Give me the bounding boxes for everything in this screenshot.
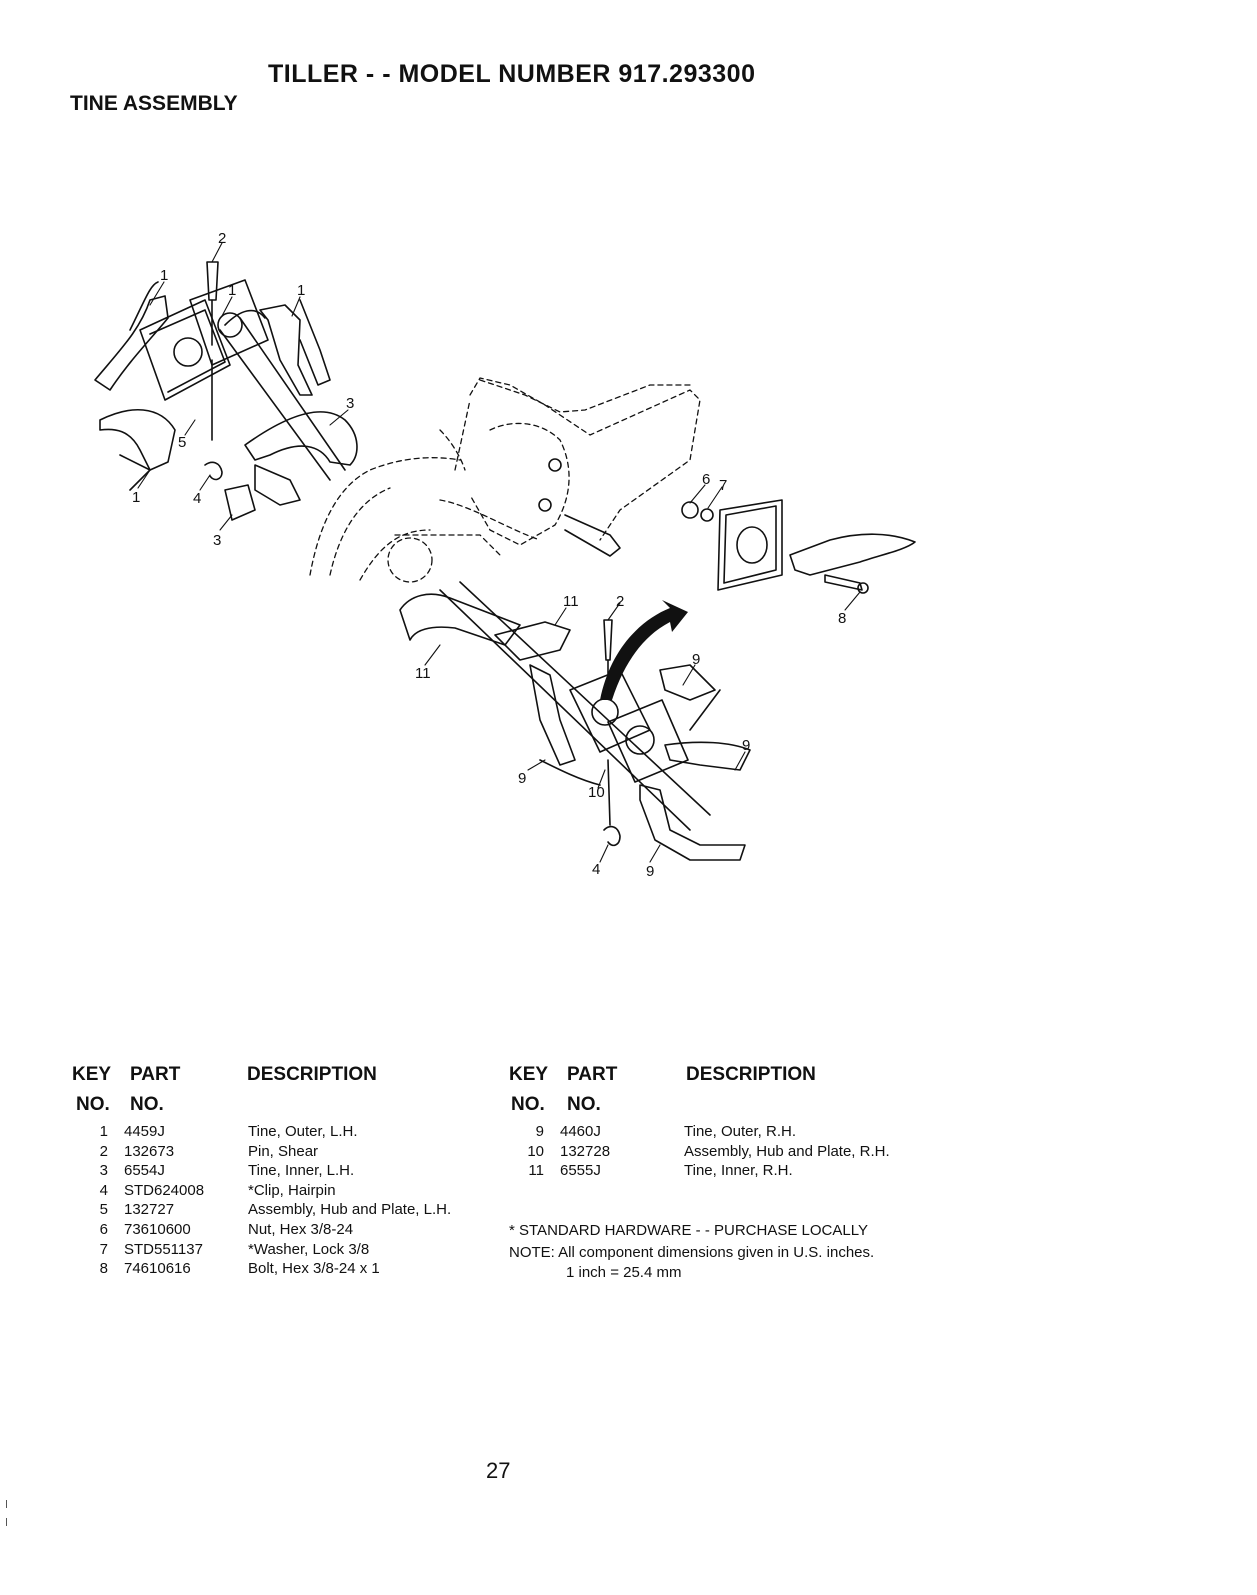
tiller-housing [309, 377, 701, 583]
callout-9: 9 [646, 863, 654, 880]
left-part-no-header: NO. [130, 1094, 164, 1115]
key-number: 10 [527, 1142, 544, 1160]
left-part-header: PART [130, 1064, 181, 1085]
callout-8: 8 [838, 610, 846, 627]
parts-row: 9 4460J Tine, Outer, R.H. [514, 1122, 890, 1142]
dimensions-note: NOTE: All component dimensions given in … [509, 1244, 875, 1261]
part-number: 74610616 [124, 1260, 191, 1278]
right-tine-assembly [399, 581, 751, 861]
right-description-header: DESCRIPTION [686, 1064, 816, 1085]
left-key-no-header: NO. [76, 1094, 110, 1115]
left-description-header: DESCRIPTION [247, 1064, 377, 1085]
part-description: *Clip, Hairpin [248, 1181, 336, 1199]
left-tine-assembly [94, 261, 358, 521]
part-description: Nut, Hex 3/8-24 [248, 1220, 354, 1238]
callout-11: 11 [563, 593, 579, 610]
part-number: 4460J [560, 1123, 601, 1140]
callout-5: 5 [178, 434, 186, 451]
right-key-header: KEY [509, 1064, 549, 1085]
parts-row: 7 STD551137 *Washer, Lock 3/8 [78, 1240, 451, 1260]
right-mount-hardware [681, 499, 916, 594]
callout-9: 9 [742, 737, 750, 754]
part-description: Assembly, Hub and Plate, L.H. [248, 1201, 452, 1219]
callout-3: 3 [213, 532, 221, 549]
key-number: 4 [99, 1181, 108, 1199]
page-number: 27 [486, 1458, 511, 1483]
parts-row: 3 6554J Tine, Inner, L.H. [78, 1161, 451, 1181]
callout-9: 9 [518, 770, 526, 787]
key-number: 8 [99, 1260, 108, 1278]
key-number: 5 [99, 1201, 108, 1219]
part-number: 6554J [124, 1162, 165, 1180]
right-part-header: PART [567, 1064, 618, 1085]
key-number: 11 [528, 1162, 544, 1180]
callout-11: 11 [415, 665, 431, 682]
callout-7: 7 [719, 477, 727, 494]
right-part-no-header: NO. [567, 1094, 601, 1115]
callout-1: 1 [160, 267, 168, 284]
part-number: 132673 [124, 1142, 175, 1160]
callout-2: 2 [616, 593, 624, 610]
callout-4: 4 [193, 490, 201, 507]
part-description: Bolt, Hex 3/8-24 x 1 [248, 1260, 380, 1278]
conversion-note: 1 inch = 25.4 mm [566, 1264, 682, 1281]
callout-3: 3 [346, 395, 354, 412]
callout-2: 2 [218, 230, 226, 247]
part-description: *Washer, Lock 3/8 [248, 1240, 370, 1258]
page-title: TILLER - - MODEL NUMBER 917.293300 [268, 60, 756, 88]
callout-9: 9 [692, 651, 700, 668]
part-number: 73610600 [124, 1220, 191, 1238]
part-description: Pin, Shear [248, 1142, 319, 1160]
right-key-no-header: NO. [511, 1094, 545, 1115]
part-description: Tine, Inner, L.H. [248, 1162, 355, 1180]
callout-1: 1 [132, 489, 140, 506]
section-title: TINE ASSEMBLY [70, 92, 238, 115]
parts-row: 11 6555J Tine, Inner, R.H. [514, 1161, 890, 1181]
parts-row: 1 4459J Tine, Outer, L.H. [78, 1122, 451, 1142]
key-number: 6 [99, 1220, 108, 1238]
part-description: Tine, Outer, R.H. [684, 1123, 796, 1140]
part-number: 4459J [124, 1123, 165, 1140]
part-number: 132727 [124, 1201, 175, 1219]
part-number: 6555J [560, 1162, 601, 1180]
part-number: 132728 [560, 1142, 611, 1160]
callout-10: 10 [588, 784, 605, 801]
left-key-header: KEY [72, 1064, 112, 1085]
part-number: STD624008 [124, 1181, 205, 1199]
callout-1: 1 [297, 282, 305, 299]
left-parts-list: 1 4459J Tine, Outer, L.H. 2 132673 Pin, … [78, 1122, 452, 1279]
callout-4: 4 [592, 861, 600, 878]
callout-6: 6 [702, 471, 710, 488]
key-number: 9 [535, 1123, 544, 1140]
part-description: Tine, Inner, R.H. [684, 1162, 793, 1180]
right-parts-list: 9 4460J Tine, Outer, R.H. 10 132728 Asse… [514, 1122, 890, 1181]
part-number: STD551137 [124, 1240, 203, 1258]
part-description: Tine, Outer, L.H. [248, 1123, 358, 1140]
parts-row: 4 STD624008 *Clip, Hairpin [78, 1181, 451, 1201]
key-number: 1 [99, 1123, 108, 1140]
part-description: Assembly, Hub and Plate, R.H. [684, 1142, 890, 1160]
parts-row: 6 73610600 Nut, Hex 3/8-24 [78, 1220, 451, 1240]
parts-row: 10 132728 Assembly, Hub and Plate, R.H. [514, 1142, 890, 1162]
scan-mark [6, 1518, 7, 1526]
parts-row: 5 132727 Assembly, Hub and Plate, L.H. [78, 1200, 452, 1220]
key-number: 7 [99, 1240, 108, 1258]
exploded-parts-diagram: 2 1 1 1 3 5 4 1 3 6 7 8 11 2 11 9 9 9 10… [94, 230, 916, 880]
parts-row: 2 132673 Pin, Shear [78, 1142, 451, 1162]
callout-1: 1 [228, 282, 236, 299]
standard-hardware-note: * STANDARD HARDWARE - - PURCHASE LOCALLY [509, 1222, 868, 1239]
key-number: 2 [99, 1142, 108, 1160]
key-number: 3 [99, 1162, 108, 1180]
scan-mark [6, 1500, 7, 1508]
parts-row: 8 74610616 Bolt, Hex 3/8-24 x 1 [78, 1259, 451, 1279]
callout-labels: 2 1 1 1 3 5 4 1 3 6 7 8 11 2 11 9 9 9 10… [132, 230, 846, 880]
